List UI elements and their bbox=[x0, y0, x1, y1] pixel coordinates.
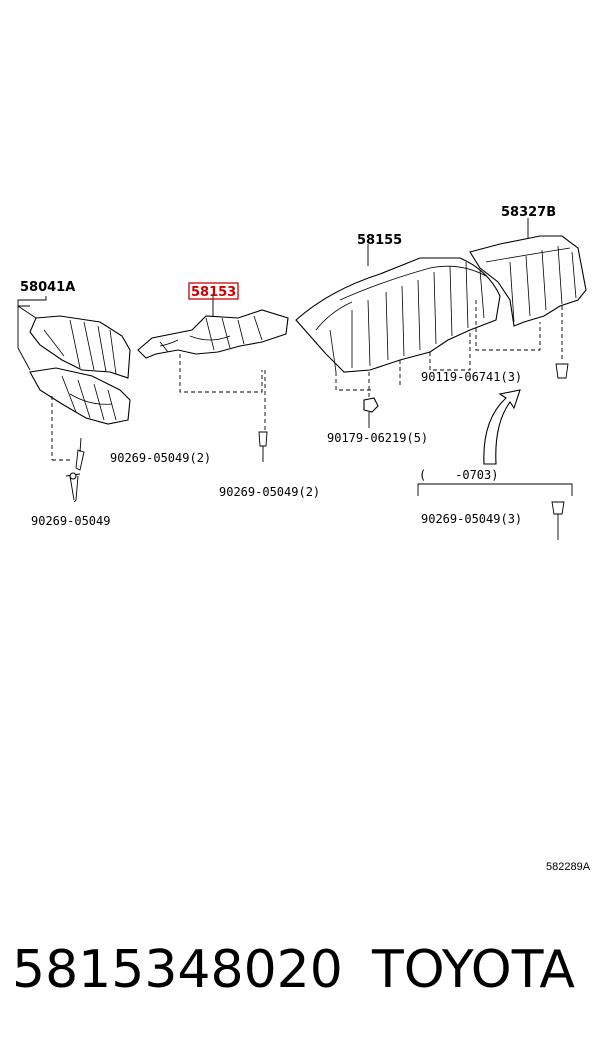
diagram-code: 582289A bbox=[546, 861, 591, 873]
bolt-90269-center bbox=[258, 431, 268, 462]
insulator-58327b bbox=[469, 218, 587, 379]
insulator-58041a-group bbox=[17, 296, 131, 503]
label-58327b: 58327B bbox=[501, 205, 556, 220]
label-58153[interactable]: 58153 bbox=[191, 285, 236, 300]
footer: 5815348020 TOYOTA bbox=[0, 940, 600, 1010]
bolt-90269-left-upper bbox=[75, 437, 85, 471]
bolt-90269-right bbox=[551, 501, 565, 540]
label-date-range: ( -0703) bbox=[419, 468, 498, 482]
cover-58153 bbox=[137, 296, 289, 462]
highlight-box bbox=[188, 282, 239, 300]
footer-part-number: 5815348020 bbox=[12, 940, 343, 1000]
insulator-58155 bbox=[295, 244, 501, 428]
bolt-90269-left-lower bbox=[65, 472, 81, 503]
label-90119-06741: 90119-06741(3) bbox=[421, 370, 522, 384]
label-90269-05049-left: 90269-05049 bbox=[31, 514, 110, 528]
label-58155: 58155 bbox=[357, 233, 402, 248]
label-90269-05049-left-2: 90269-05049(2) bbox=[110, 451, 211, 465]
nut-90179 bbox=[363, 397, 379, 428]
label-90269-05049-right: 90269-05049(3) bbox=[421, 512, 522, 526]
bolt-90119 bbox=[555, 363, 569, 379]
direction-arrow bbox=[483, 389, 521, 465]
label-58041a: 58041A bbox=[20, 280, 75, 295]
footer-brand: TOYOTA bbox=[372, 940, 575, 1000]
label-90269-05049-center: 90269-05049(2) bbox=[219, 485, 320, 499]
label-90179-06219: 90179-06219(5) bbox=[327, 431, 428, 445]
